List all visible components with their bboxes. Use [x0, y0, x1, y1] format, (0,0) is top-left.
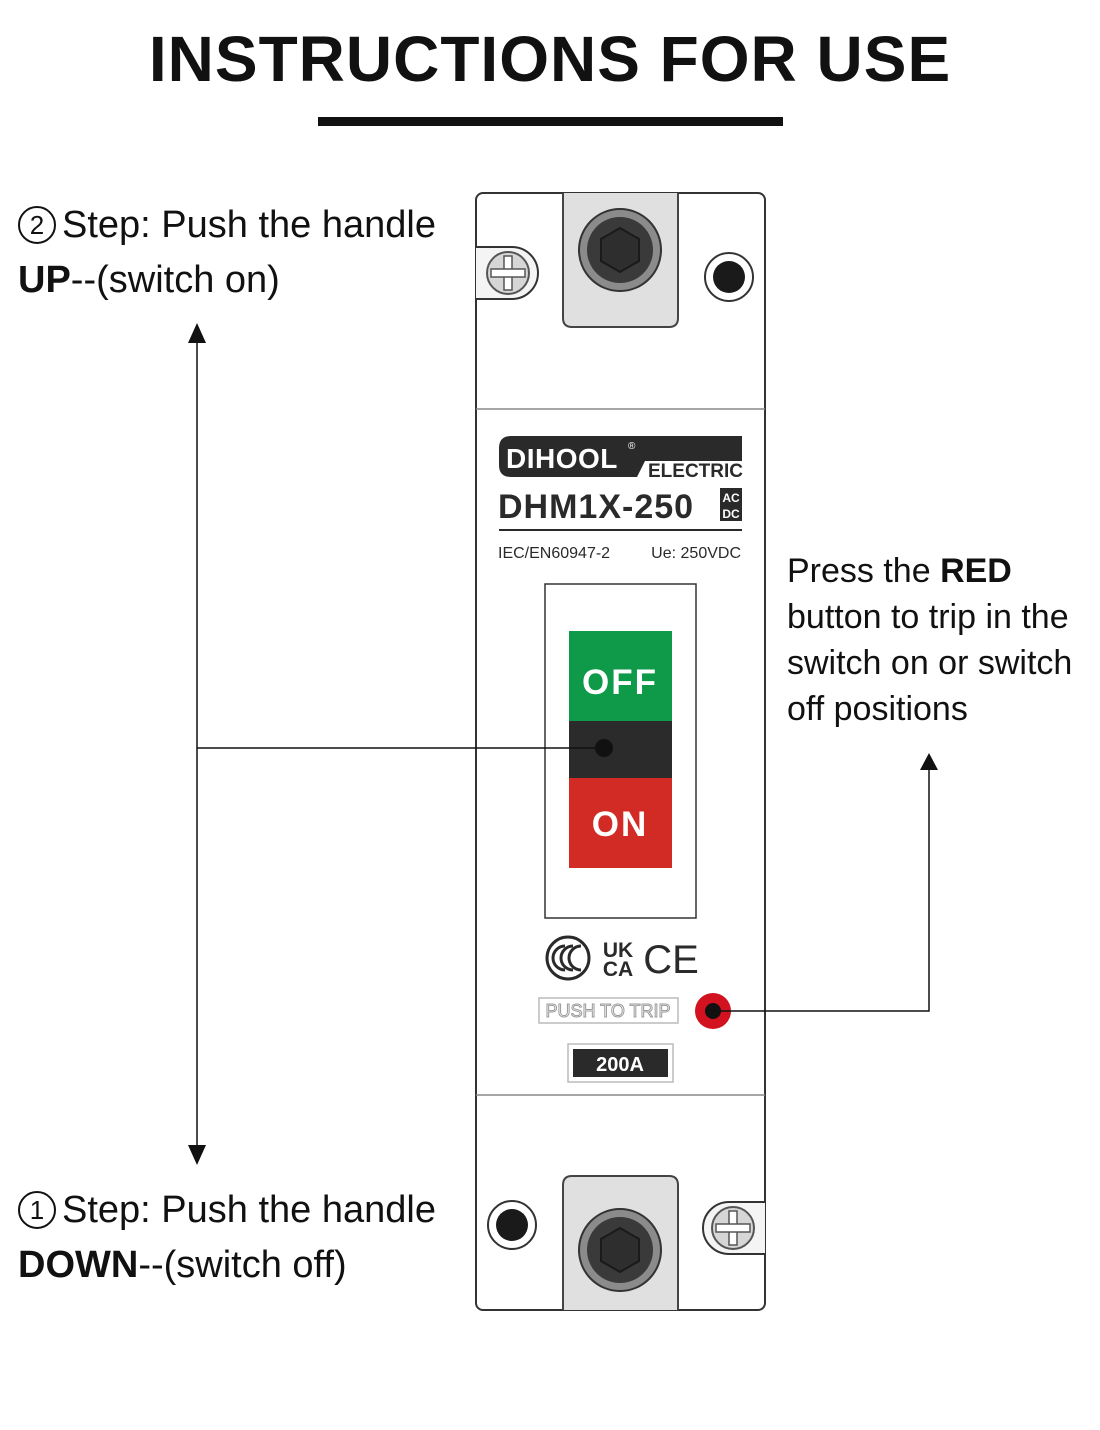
rating-plate: [573, 1049, 668, 1077]
top-terminal: [562, 193, 679, 328]
ce-cert-icon: CE: [643, 938, 699, 982]
step2-suffix: --(switch on): [70, 259, 280, 301]
trip-note-prefix: Press the: [787, 552, 941, 590]
trip-leader-line: [713, 768, 930, 1012]
handle-off-label: OFF: [582, 663, 658, 702]
arrow-down-icon: [188, 1145, 206, 1165]
cross-screw-icon: [476, 246, 539, 300]
handle-on-segment[interactable]: [569, 778, 672, 868]
ukca-bottom: CA: [603, 958, 633, 981]
ukca-top: UK: [603, 939, 633, 962]
acdc-bottom: DC: [722, 507, 740, 521]
ukca-cert-icon: UK CA: [603, 939, 633, 981]
step1-number-badge: 1: [18, 1191, 56, 1229]
trip-note-rest: button to trip in the switch on or switc…: [787, 598, 1073, 728]
brand-sub: ELECTRIC: [648, 461, 743, 482]
brand-name: DIHOOL: [506, 443, 618, 474]
brand-registered: ®: [628, 441, 636, 452]
step1-text: Step: Push the handle: [62, 1189, 436, 1231]
acdc-top: AC: [722, 491, 740, 505]
hex-bolt-icon: [600, 226, 640, 274]
push-to-trip-plate: [538, 997, 679, 1024]
trip-note: Press the RED button to trip in the swit…: [787, 548, 1097, 732]
step1-direction: DOWN: [18, 1244, 139, 1286]
mount-hole-icon: [487, 1200, 537, 1250]
page-title: INSTRUCTIONS FOR USE: [148, 23, 952, 95]
voltage-label: Ue: 250VDC: [651, 545, 741, 562]
trip-note-highlight: RED: [940, 552, 1012, 590]
handle-grip[interactable]: [569, 721, 672, 778]
mount-hole-icon: [704, 252, 754, 302]
bottom-terminal: [562, 1175, 679, 1310]
acdc-badge: [720, 488, 742, 521]
push-to-trip-label: PUSH TO TRIP: [545, 1001, 670, 1021]
handle-on-label: ON: [592, 805, 649, 844]
standard-label: IEC/EN60947-2: [498, 545, 610, 562]
rating-label: 200A: [596, 1054, 644, 1076]
brand-plate: [499, 436, 742, 477]
arrow-up-icon: [920, 753, 938, 770]
handle-pointer-dot: [595, 739, 613, 757]
handle-off-segment[interactable]: [569, 631, 672, 721]
step2-text: Step: Push the handle: [62, 204, 436, 246]
step1-suffix: --(switch off): [138, 1244, 347, 1286]
model-number: DHM1X-250: [498, 488, 694, 526]
step2-number-badge: 2: [18, 206, 56, 244]
arrow-up-icon: [188, 323, 206, 343]
cross-screw-icon: [702, 1201, 765, 1255]
title-underline: [318, 117, 783, 126]
hex-bolt-icon: [600, 1226, 640, 1274]
step2-direction: UP: [18, 259, 71, 301]
ccc-cert-icon: [545, 935, 591, 981]
